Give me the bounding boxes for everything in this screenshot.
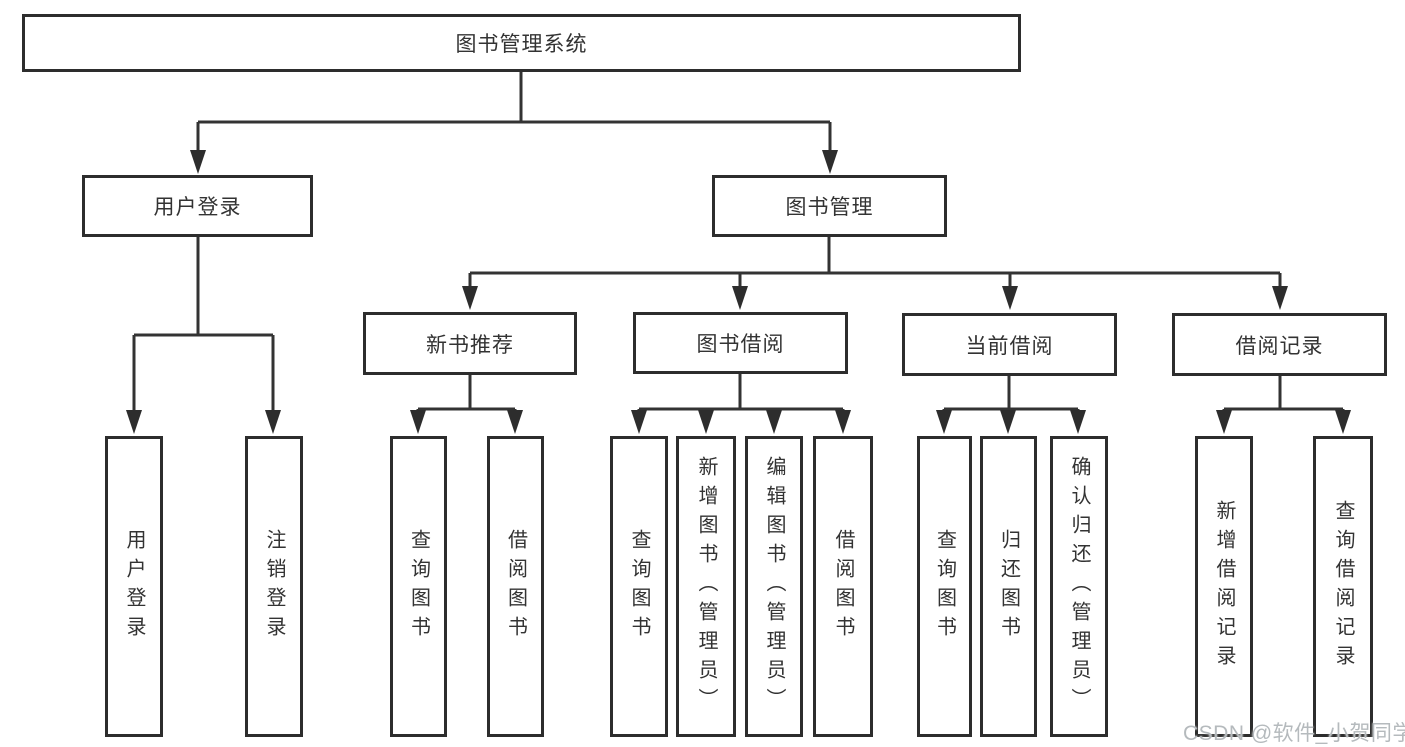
leaf-edit-books-admin-label: 编辑图书（管理员） xyxy=(763,456,785,717)
leaf-query-books-recommend: 查询图书 xyxy=(390,436,447,737)
leaf-confirm-return-admin-label: 确认归还（管理员） xyxy=(1068,456,1090,717)
leaf-confirm-return-admin: 确认归还（管理员） xyxy=(1050,436,1108,737)
leaf-add-books-admin: 新增图书（管理员） xyxy=(676,436,736,737)
leaf-query-books-borrowing: 查询图书 xyxy=(610,436,668,737)
node-root-label: 图书管理系统 xyxy=(455,33,588,56)
leaf-borrow-books-recommend-label: 借阅图书 xyxy=(504,528,527,645)
leaf-query-books-recommend-label: 查询图书 xyxy=(407,528,430,645)
leaf-query-borrow-record-label: 查询借阅记录 xyxy=(1332,499,1354,674)
node-root: 图书管理系统 xyxy=(22,14,1021,72)
leaf-query-books-current: 查询图书 xyxy=(917,436,972,737)
leaf-return-books-label: 归还图书 xyxy=(997,528,1020,645)
node-book-management: 图书管理 xyxy=(712,175,947,237)
leaf-user-login: 用户登录 xyxy=(105,436,163,737)
node-book-management-label: 图书管理 xyxy=(785,196,874,219)
node-book-borrowing-label: 图书借阅 xyxy=(696,333,785,356)
leaf-query-borrow-record: 查询借阅记录 xyxy=(1313,436,1373,737)
leaf-logout: 注销登录 xyxy=(245,436,303,737)
leaf-add-borrow-record-label: 新增借阅记录 xyxy=(1213,499,1235,674)
node-user-login: 用户登录 xyxy=(82,175,313,237)
leaf-borrow-books-label: 借阅图书 xyxy=(832,528,854,645)
leaf-borrow-books-recommend: 借阅图书 xyxy=(487,436,544,737)
leaf-return-books: 归还图书 xyxy=(980,436,1037,737)
node-new-book-recommend: 新书推荐 xyxy=(363,312,577,375)
leaf-query-books-borrowing-label: 查询图书 xyxy=(628,528,650,645)
node-user-login-label: 用户登录 xyxy=(153,196,242,219)
leaf-add-borrow-record: 新增借阅记录 xyxy=(1195,436,1253,737)
node-current-borrowing-label: 当前借阅 xyxy=(965,334,1054,358)
node-borrowing-records-label: 借阅记录 xyxy=(1235,334,1324,358)
leaf-edit-books-admin: 编辑图书（管理员） xyxy=(745,436,803,737)
leaf-borrow-books: 借阅图书 xyxy=(813,436,873,737)
leaf-logout-label: 注销登录 xyxy=(263,528,285,645)
node-borrowing-records: 借阅记录 xyxy=(1172,313,1387,376)
node-book-borrowing: 图书借阅 xyxy=(633,312,848,374)
watermark-text: CSDN @软件_小贺同学 xyxy=(1183,722,1405,745)
leaf-query-books-current-label: 查询图书 xyxy=(933,528,956,645)
node-current-borrowing: 当前借阅 xyxy=(902,313,1117,376)
leaf-add-books-admin-label: 新增图书（管理员） xyxy=(695,456,717,717)
leaf-user-login-label: 用户登录 xyxy=(123,528,145,645)
node-new-book-recommend-label: 新书推荐 xyxy=(426,333,514,357)
